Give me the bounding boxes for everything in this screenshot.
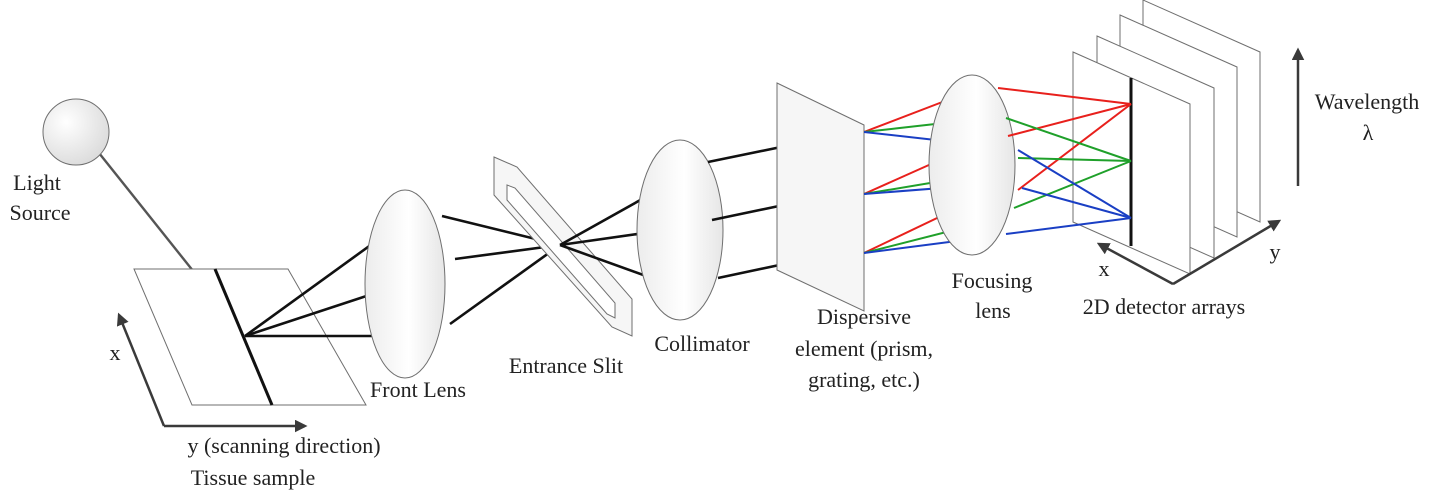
sample-y-label: y (scanning direction) (187, 433, 380, 458)
detector-arrays (1072, 0, 1261, 275)
dispersive-label-line3: grating, etc.) (808, 367, 920, 392)
detector-x-label: x (1099, 256, 1110, 281)
front-lens-label: Front Lens (370, 377, 466, 402)
dispersive-label-line1: Dispersive (817, 304, 911, 329)
focusing-lens-label-line1: Focusing (952, 268, 1033, 293)
sample-x-label: x (110, 340, 121, 365)
front-lens (364, 189, 446, 379)
detector-axes (1096, 219, 1282, 286)
focusing-lens-label-line2: lens (975, 298, 1010, 323)
dispersive-element (776, 82, 865, 312)
collimator-lens (636, 139, 724, 321)
wavelength-label-line1: Wavelength (1315, 89, 1420, 114)
entrance-slit-label: Entrance Slit (509, 353, 623, 378)
focusing-lens (928, 74, 1016, 256)
dispersive-label-line2: element (prism, (795, 336, 933, 361)
light-source-label-line2: Source (9, 200, 70, 225)
sample-axes (116, 312, 308, 433)
detector-y-label: y (1270, 239, 1281, 264)
tissue-sample-label: Tissue sample (191, 465, 315, 490)
focused-rays (997, 87, 1132, 235)
light-source-label-line1: Light (13, 170, 61, 195)
wavelength-label-line2: λ (1363, 120, 1374, 145)
detector-label: 2D detector arrays (1083, 294, 1245, 319)
collimator-label: Collimator (654, 331, 750, 356)
